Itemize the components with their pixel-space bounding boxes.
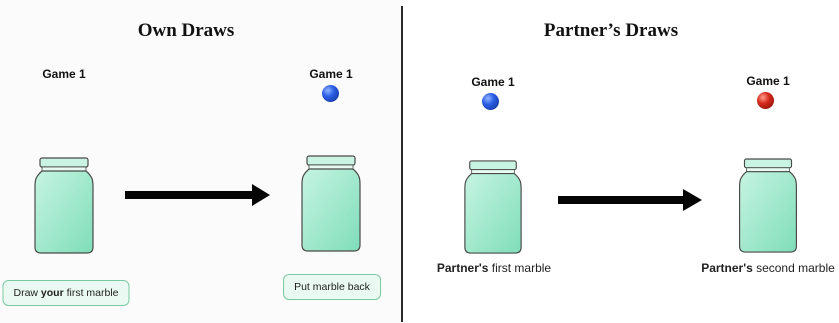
glass-jar-icon — [34, 157, 94, 254]
partner-second-marble-caption: Partner's second marble — [701, 261, 835, 275]
put-marble-back-caption: Put marble back — [283, 274, 381, 300]
partner-end-game-label: Game 1 — [746, 74, 790, 88]
glass-jar-icon — [464, 160, 522, 254]
blue-marble-icon — [322, 85, 339, 102]
red-marble-icon — [757, 92, 774, 109]
glass-jar-icon — [301, 155, 361, 252]
right-arrow-icon — [125, 184, 270, 206]
own-draws-title: Own Draws — [137, 20, 235, 41]
right-arrow-icon — [558, 189, 702, 211]
partner-draws-title: Partner’s Draws — [543, 20, 679, 41]
own-end-game-label: Game 1 — [309, 67, 353, 81]
draw-first-marble-caption: Draw your first marble — [2, 280, 130, 306]
partner-first-marble-caption: Partner's first marble — [436, 261, 552, 275]
panel-divider — [401, 6, 403, 322]
own-start-game-label: Game 1 — [42, 67, 86, 81]
partner-start-game-label: Game 1 — [471, 75, 515, 89]
blue-marble-icon — [482, 93, 499, 110]
glass-jar-icon — [739, 158, 797, 253]
